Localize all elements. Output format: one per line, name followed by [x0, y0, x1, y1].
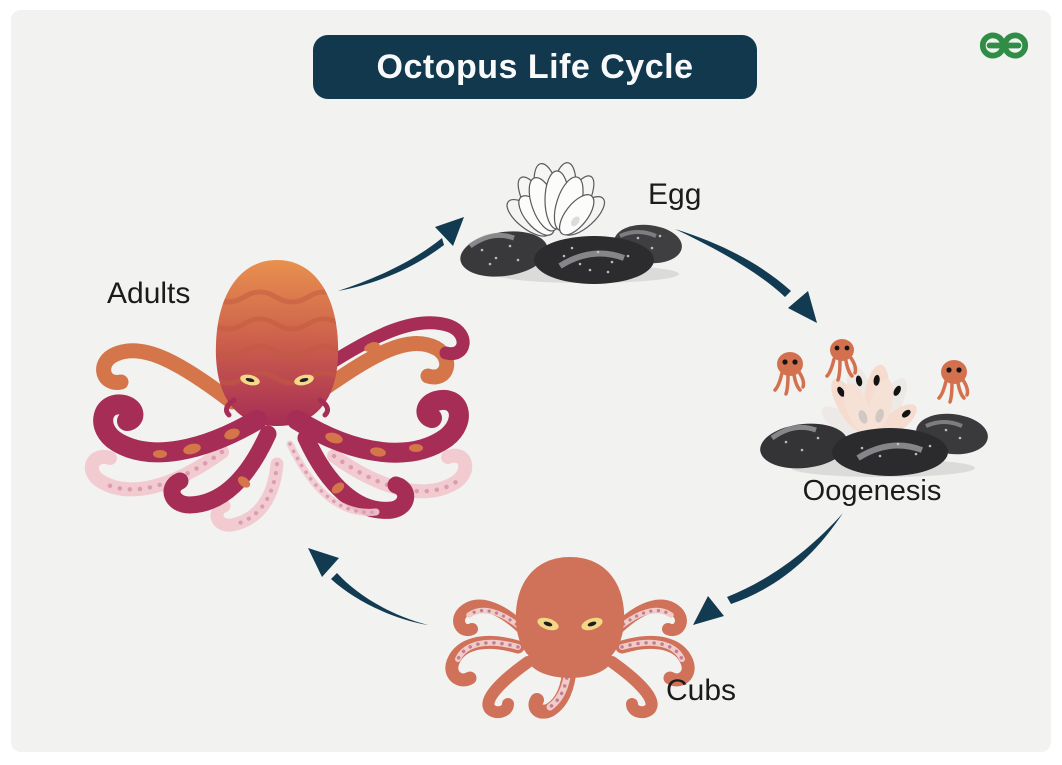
cub-octopus-illustration	[445, 557, 695, 719]
stage-label-cubs: Cubs	[666, 674, 737, 707]
egg-illustration	[460, 162, 682, 284]
page-title: Octopus Life Cycle	[376, 47, 694, 86]
stage-label-egg: Egg	[648, 178, 702, 211]
stage-label-adults: Adults	[107, 277, 191, 310]
hatchling-octopus	[825, 339, 858, 382]
adult-octopus-illustration	[84, 260, 473, 532]
arrow-oogenesis-to-cubs	[693, 513, 843, 625]
stage-label-oogenesis: Oogenesis	[802, 475, 942, 507]
hatchling-octopus	[773, 352, 806, 396]
arrow-egg-to-oogenesis	[675, 229, 817, 323]
arrow-cubs-to-adults	[308, 548, 428, 625]
title-banner: Octopus Life Cycle	[313, 35, 757, 99]
arrow-adults-to-egg	[338, 217, 464, 291]
oogenesis-illustration	[760, 339, 988, 477]
hatchling-octopus	[937, 360, 970, 404]
geeksforgeeks-logo	[979, 32, 1029, 59]
